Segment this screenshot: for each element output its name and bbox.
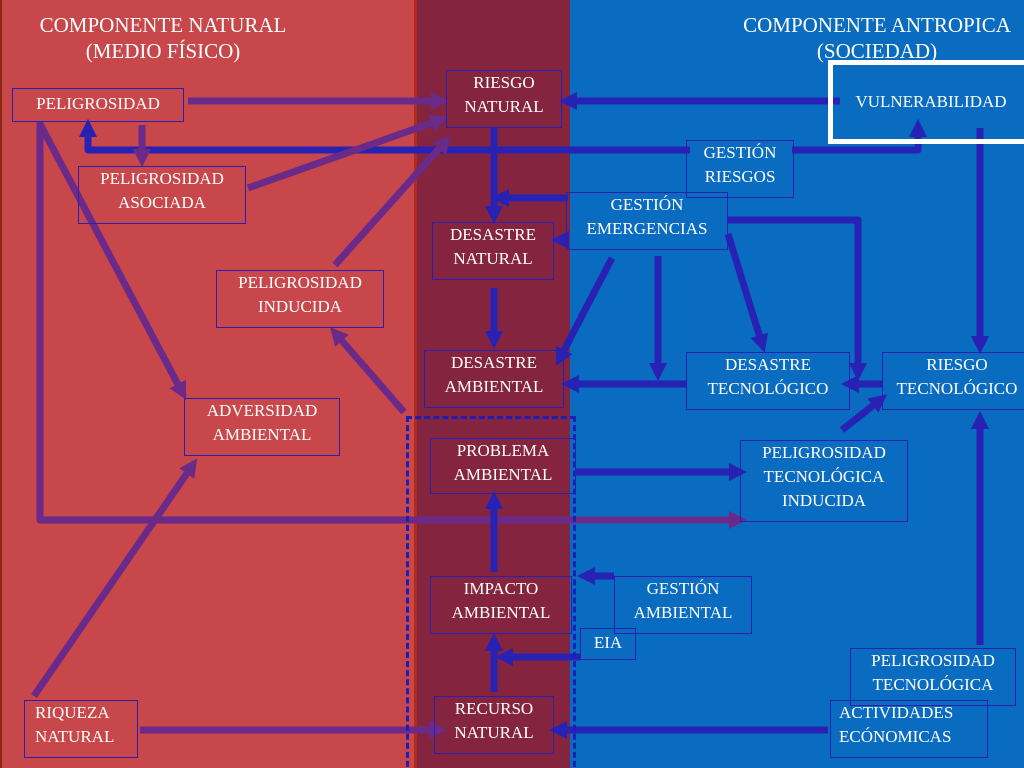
node-peligrosidad-asociada: PELIGROSIDAD ASOCIADA	[78, 166, 246, 224]
node-desastre-natural: DESASTRE NATURAL	[432, 222, 554, 280]
node-gestion-emergencias: GESTIÓN EMERGENCIAS	[566, 192, 728, 250]
node-riqueza-natural: RIQUEZA NATURAL	[24, 700, 138, 758]
node-eia: EIA	[580, 628, 636, 660]
node-peligrosidad-tecnologica-inducida: PELIGROSIDAD TECNOLÓGICA INDUCIDA	[740, 440, 908, 522]
arrow-gestion-riesgos-vulnerabilidad	[792, 118, 928, 154]
node-adversidad-ambiental: ADVERSIDAD AMBIENTAL	[184, 398, 340, 456]
arrow-emergencias-riesgo-tecnologico	[728, 216, 868, 382]
node-desastre-tecnologico: DESASTRE TECNOLÓGICO	[686, 352, 850, 410]
node-vulnerabilidad: VULNERABILIDAD	[855, 92, 1007, 111]
node-desastre-ambiental: DESASTRE AMBIENTAL	[424, 350, 564, 408]
arrow-ambiental-inducida	[330, 327, 407, 415]
arrow-asociada-riesgo	[246, 114, 449, 192]
node-gestion-ambiental: GESTIÓN AMBIENTAL	[614, 576, 752, 634]
node-gestion-riesgos: GESTIÓN RIESGOS	[686, 140, 794, 198]
arrow-emergencias-desastre-ambiental	[555, 256, 616, 367]
node-problema-ambiental: PROBLEMA AMBIENTAL	[430, 438, 576, 494]
arrow-peligrosidad-loop	[36, 122, 748, 530]
node-riesgo-tecnologico: RIESGO TECNOLÓGICO	[882, 352, 1024, 410]
node-peligrosidad: PELIGROSIDAD	[12, 88, 184, 122]
node-peligrosidad-tecnologica: PELIGROSIDAD TECNOLÓGICA	[850, 648, 1016, 706]
arrow-riqueza-adversidad	[31, 458, 198, 698]
arrow-peligrosidad-adversidad	[36, 122, 187, 401]
node-riesgo-natural: RIESGO NATURAL	[446, 70, 562, 128]
society-heading: COMPONENTE ANTROPICA (SOCIEDAD)	[743, 13, 1011, 63]
node-recurso-natural: RECURSO NATURAL	[434, 696, 554, 754]
arrow-pel-tec-inducida-riesgo-tec	[839, 394, 888, 433]
natural-heading: COMPONENTE NATURAL (MEDIO FÍSICO)	[39, 13, 287, 63]
node-impacto-ambiental: IMPACTO AMBIENTAL	[430, 576, 572, 634]
arrow-gestion-riesgos-peligrosidad	[78, 118, 690, 154]
node-actividades-economicas: ACTIVIDADES ECÓNOMICAS	[830, 700, 988, 758]
node-peligrosidad-inducida: PELIGROSIDAD INDUCIDA	[216, 270, 384, 328]
arrow-emergencias-desastre-tecnologico-2	[724, 232, 769, 353]
arrow-inducida-riesgo	[332, 135, 452, 268]
vulnerability-highlight-frame	[828, 60, 1024, 144]
environmental-dashed-frame	[406, 416, 576, 768]
